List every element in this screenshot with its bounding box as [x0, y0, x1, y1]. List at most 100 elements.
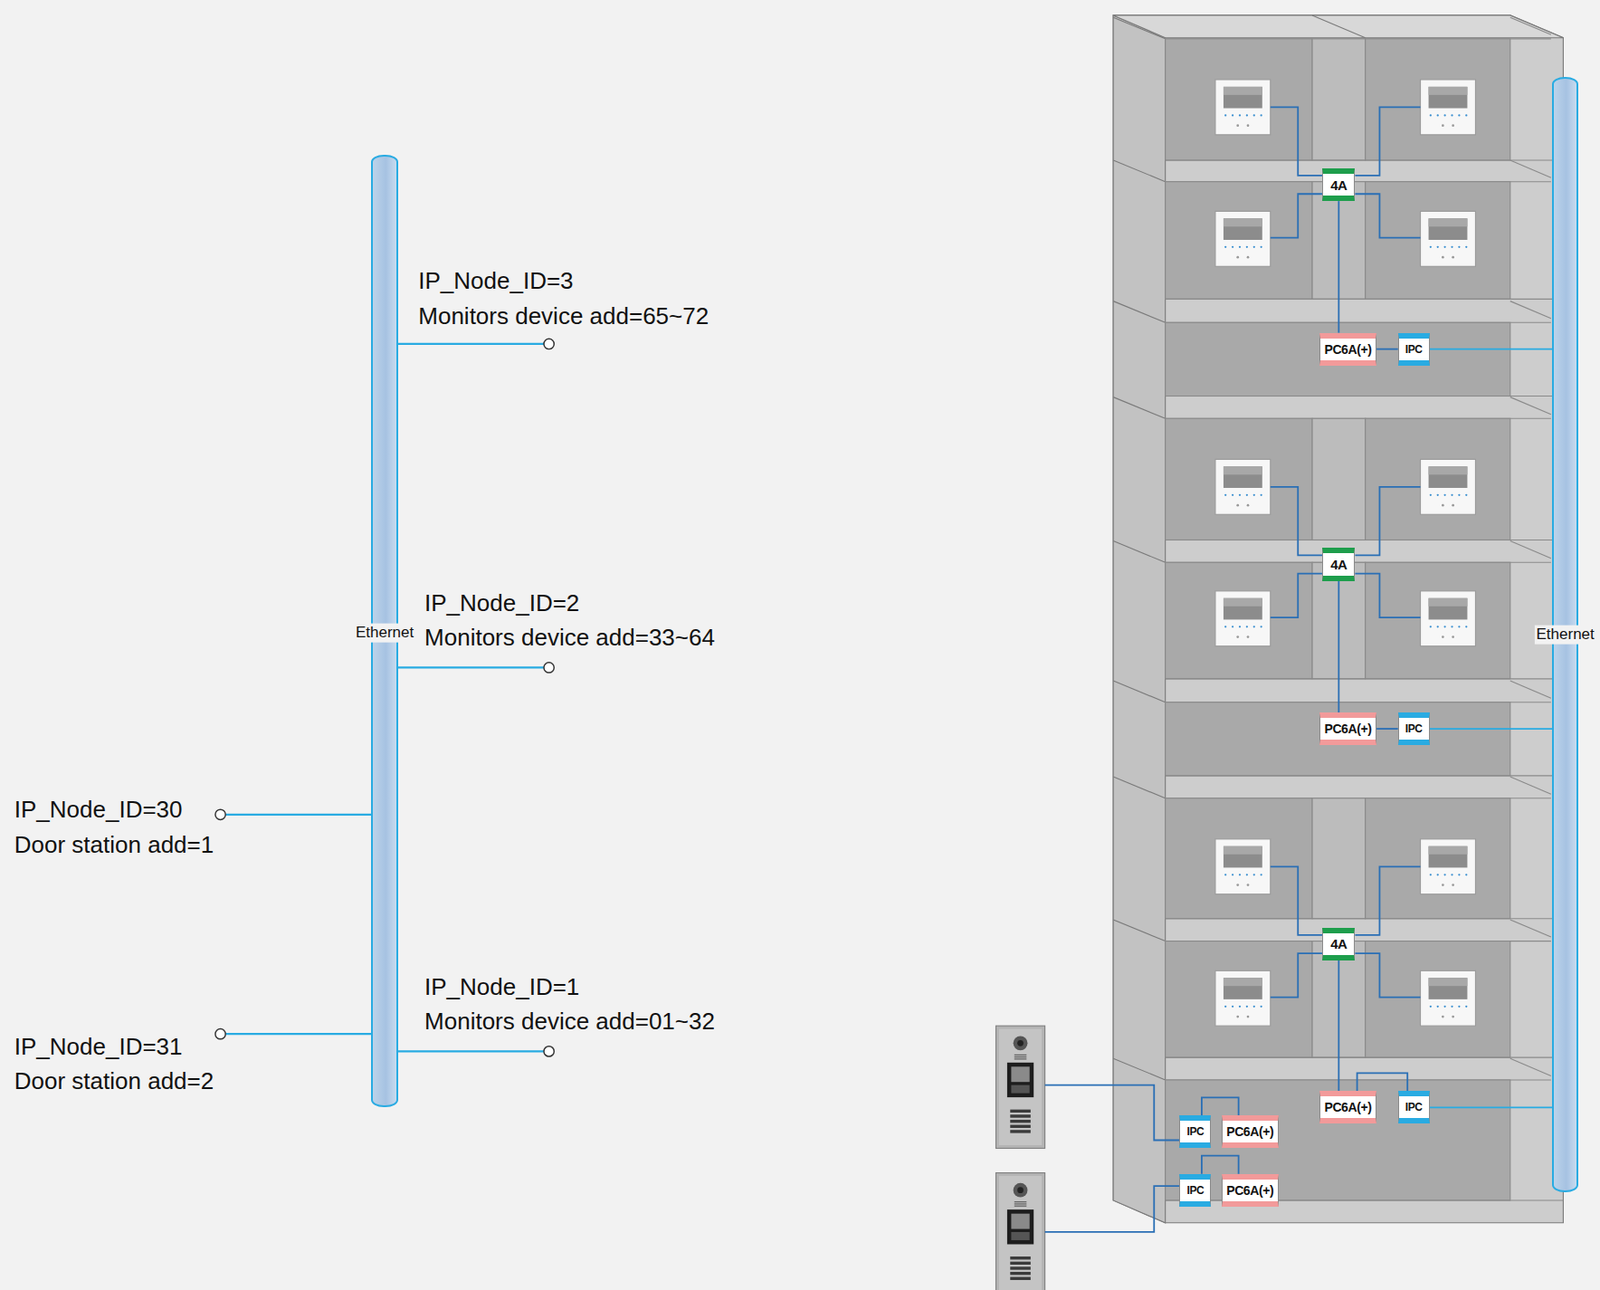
monitor-button: [1224, 494, 1227, 496]
door-screen: [1010, 1066, 1029, 1082]
monitor-button: [1238, 114, 1241, 116]
monitor-button: [1465, 873, 1467, 876]
indoor-monitor: [1420, 79, 1477, 135]
module-name: IPC: [1187, 1125, 1205, 1137]
monitor-button: [1450, 1005, 1453, 1008]
apartment-room: [1165, 38, 1313, 161]
monitor-button: [1443, 494, 1446, 496]
keypad-row: [1009, 1124, 1031, 1128]
terminal-dot: [543, 1046, 554, 1057]
device-module: IPC: [1398, 1090, 1430, 1124]
monitor-button: [1246, 625, 1248, 628]
device-module: PC6A(+): [1221, 1173, 1279, 1207]
door-station-wire: [1045, 1085, 1181, 1141]
monitor-mic: [1441, 123, 1445, 127]
monitor-button: [1443, 114, 1446, 116]
building-side: [1113, 15, 1166, 1223]
monitor-button: [1224, 246, 1227, 248]
monitor-button: [1443, 625, 1446, 628]
apartment-room: [1365, 38, 1511, 161]
keypad-row: [1009, 1261, 1031, 1265]
monitor-button: [1260, 873, 1263, 876]
door-camera-lens: [1017, 1186, 1024, 1193]
monitor-button: [1253, 494, 1256, 496]
building-shell: [1113, 15, 1563, 1223]
door-station: [995, 1172, 1045, 1290]
monitor-screen-glare: [1428, 846, 1468, 855]
monitor-button: [1238, 1005, 1241, 1008]
signal-wire: [1429, 727, 1553, 730]
monitor-button: [1429, 873, 1432, 876]
door-screen-frame: [1007, 1062, 1034, 1097]
monitor-button: [1253, 1005, 1256, 1008]
illustration-group: [215, 15, 1563, 1290]
monitor-mic: [1247, 123, 1250, 127]
apartment-room: [1165, 181, 1313, 300]
floor-edge: [1510, 397, 1552, 415]
device-module: IPC: [1179, 1114, 1211, 1148]
indoor-monitor: [1420, 458, 1477, 515]
monitor-mic: [1441, 635, 1445, 639]
floor-edge: [1510, 1057, 1552, 1076]
floor-edge: [1510, 919, 1552, 937]
ethernet-backbone: Ethernet: [1552, 76, 1579, 1192]
device-module: 4A: [1322, 927, 1355, 961]
device-module: PC6A(+): [1221, 1114, 1279, 1148]
indoor-monitor: [1420, 590, 1477, 647]
monitor-button: [1246, 494, 1248, 496]
monitor-button: [1238, 873, 1241, 876]
monitor-screen: [1223, 977, 1263, 1000]
monitor-mic: [1441, 504, 1445, 507]
floor-edge: [1510, 301, 1552, 319]
monitor-button: [1437, 114, 1439, 116]
monitor-button: [1238, 494, 1241, 496]
indoor-monitor: [1215, 458, 1271, 515]
module-name: PC6A(+): [1226, 1183, 1274, 1197]
monitor-mic: [1451, 883, 1455, 886]
indoor-monitor: [1215, 79, 1271, 135]
floor-line: [1165, 774, 1564, 776]
monitor-button: [1260, 246, 1263, 248]
monitor-screen: [1223, 598, 1263, 620]
door-station-face: [999, 1175, 1042, 1290]
monitor-button: [1238, 625, 1241, 628]
monitor-mic: [1451, 123, 1455, 127]
monitor-button: [1260, 625, 1263, 628]
monitor-button: [1457, 114, 1460, 116]
floor-edge: [1113, 776, 1166, 799]
monitor-wire: [1354, 106, 1420, 176]
speaker-slot: [1014, 1054, 1028, 1056]
device-module: IPC: [1398, 333, 1430, 366]
monitor-button: [1246, 246, 1248, 248]
floor-edge: [1510, 160, 1552, 178]
monitor-screen-glare: [1428, 86, 1468, 96]
monitor-button: [1260, 494, 1263, 496]
monitor-button: [1465, 246, 1467, 248]
monitor-button: [1450, 114, 1453, 116]
technical-room: [1165, 702, 1511, 776]
apartment-room: [1365, 561, 1511, 679]
node-address-label: Monitors device add=65~72: [418, 302, 709, 331]
monitor-button: [1224, 1005, 1227, 1008]
monitor-button: [1450, 494, 1453, 496]
indoor-monitor: [1420, 838, 1477, 895]
monitor-screen: [1428, 977, 1468, 1000]
ethernet-label: Ethernet: [353, 623, 416, 643]
node-address-label: Door station add=2: [14, 1066, 214, 1096]
apartment-room: [1165, 798, 1313, 919]
floor-edge: [1113, 160, 1166, 182]
signal-wire: [1376, 727, 1399, 730]
door-card-reader: [1010, 1231, 1029, 1240]
device-module: PC6A(+): [1319, 712, 1377, 745]
ethernet-branch: [398, 666, 544, 668]
module-name: PC6A(+): [1323, 722, 1372, 735]
module-name: 4A: [1330, 557, 1347, 572]
monitor-button: [1246, 873, 1248, 876]
module-name: IPC: [1405, 343, 1423, 355]
indoor-monitor: [1215, 590, 1271, 647]
monitor-wire: [1270, 866, 1324, 935]
module-name: 4A: [1330, 178, 1347, 192]
monitor-screen: [1428, 846, 1468, 868]
monitor-button: [1246, 114, 1248, 116]
